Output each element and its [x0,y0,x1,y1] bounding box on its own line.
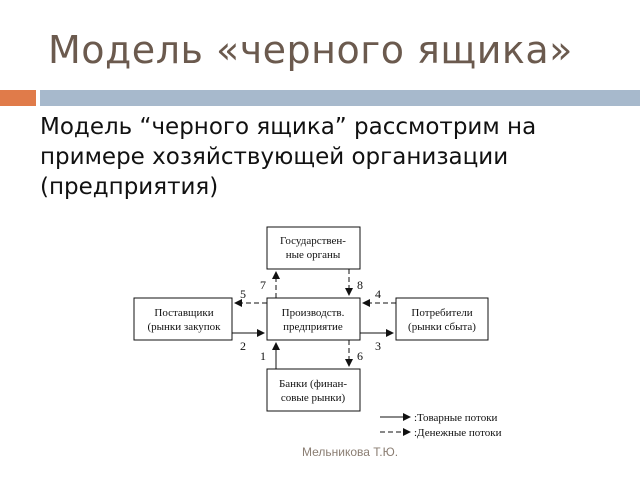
body-text: Модель “черного ящика” рассмотрим на при… [40,112,620,202]
label-8: 8 [357,278,363,292]
center-text-1: Производств. [282,307,345,319]
label-6: 6 [357,349,363,363]
accent-bar-orange [0,90,36,106]
consumers-box [395,297,489,341]
center-box [266,297,361,341]
suppliers-text-1: Поставщики [154,307,213,319]
body-line-3: (предприятия) [40,174,219,200]
label-1: 1 [260,349,266,363]
banks-text-1: Банки (финан- [279,378,347,390]
slide-title: Модель «черного ящика» [48,28,573,72]
body-line-2: примере хозяйствующей организации [40,144,509,170]
label-5: 5 [240,287,246,301]
suppliers-box [133,297,233,341]
label-2: 2 [240,339,246,353]
gov-text-1: Государствен- [280,235,346,247]
legend-goods-text: :Товарные потоки [414,412,498,424]
consumers-text-1: Потребители [411,307,472,319]
label-4: 4 [375,287,381,301]
legend-money-text: :Денежные потоки [414,427,502,439]
label-3: 3 [375,339,381,353]
consumers-text-2: (рынки сбыта) [408,321,476,333]
body-line-1: Модель “черного ящика” рассмотрим на [40,114,537,140]
center-text-2: предприятие [283,321,343,333]
footer-author: Мельникова Т.Ю. [302,445,399,459]
accent-bar-blue [40,90,640,106]
banks-box [266,368,361,412]
suppliers-text-2: (рынки закупок [147,321,221,333]
label-7: 7 [260,278,266,292]
banks-text-2: совые рынки) [281,392,346,404]
gov-box [266,226,361,270]
gov-text-2: ные органы [286,249,341,261]
